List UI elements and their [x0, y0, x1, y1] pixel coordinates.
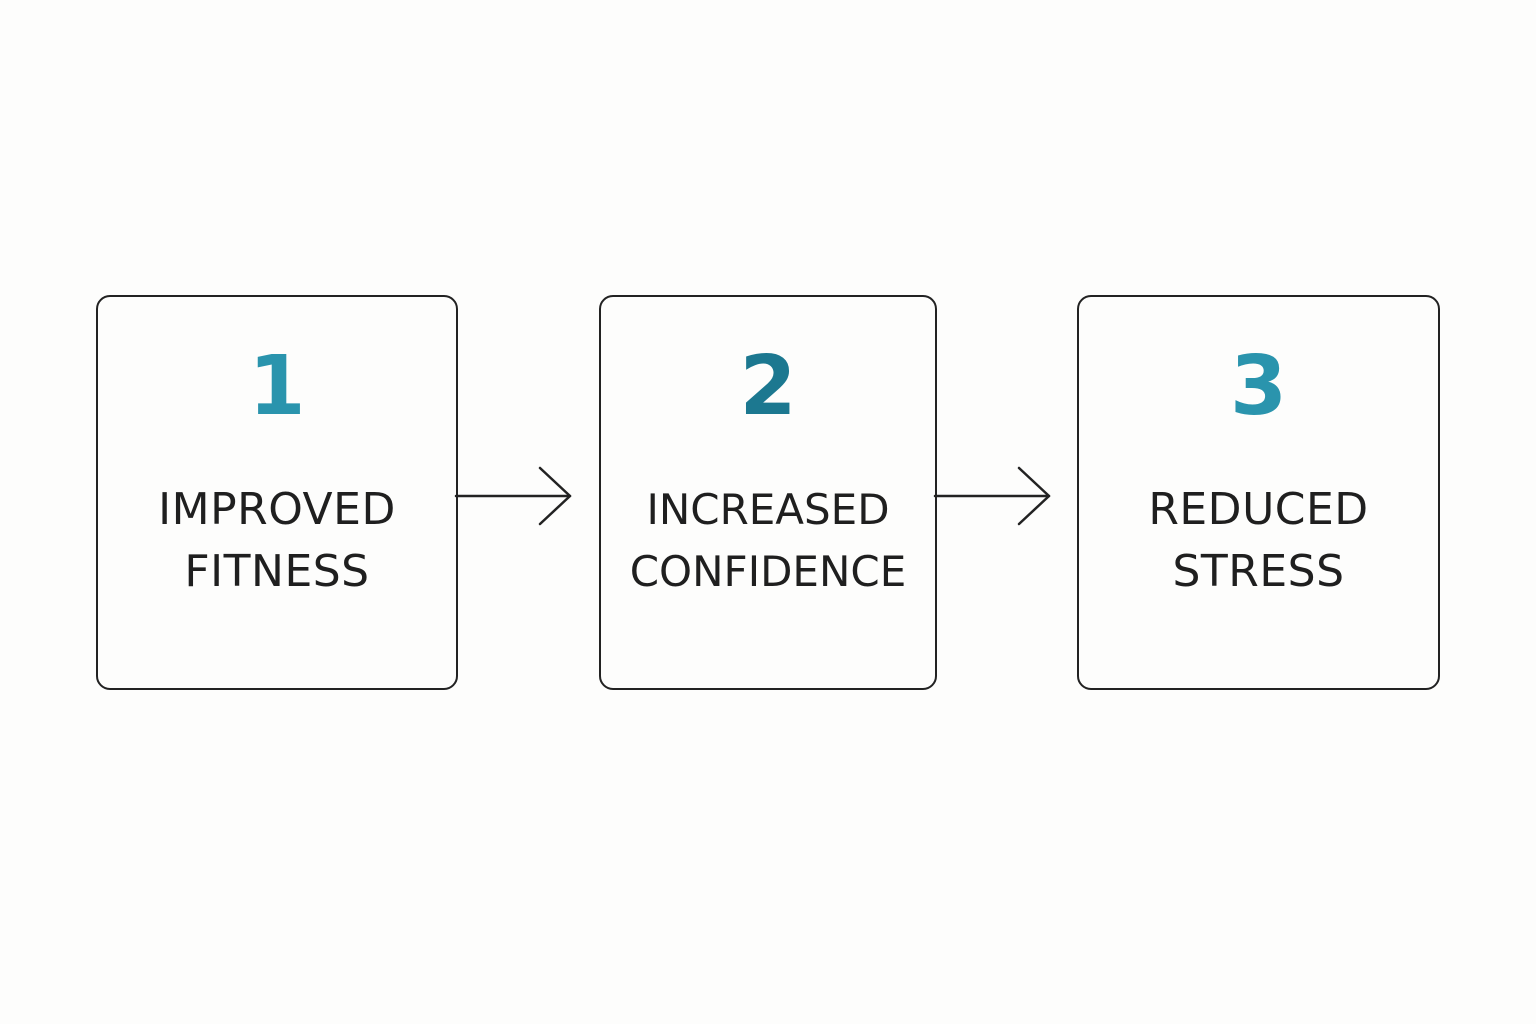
- step-label-2-line-2: CONFIDENCE: [629, 547, 907, 596]
- step-number-2: 2: [739, 339, 797, 434]
- step-label-3: REDUCED STRESS: [1079, 479, 1438, 603]
- right-arrow-icon: [933, 466, 1051, 526]
- step-number-3: 3: [1229, 339, 1288, 434]
- step-box-3: 3 REDUCED STRESS: [1077, 295, 1440, 690]
- step-number-1: 1: [248, 339, 306, 434]
- step-label-1-line-2: FITNESS: [184, 546, 370, 597]
- step-label-3-line-2: STRESS: [1172, 546, 1345, 597]
- step-label-1: IMPROVED FITNESS: [98, 479, 456, 603]
- right-arrow-icon: [454, 466, 572, 526]
- step-label-2: INCREASED CONFIDENCE: [601, 479, 935, 603]
- step-label-3-line-1: REDUCED: [1148, 484, 1369, 535]
- step-box-1: 1 IMPROVED FITNESS: [96, 295, 458, 690]
- step-label-1-line-1: IMPROVED: [158, 484, 396, 535]
- step-box-2: 2 INCREASED CONFIDENCE: [599, 295, 937, 690]
- step-label-2-line-1: INCREASED: [646, 485, 890, 534]
